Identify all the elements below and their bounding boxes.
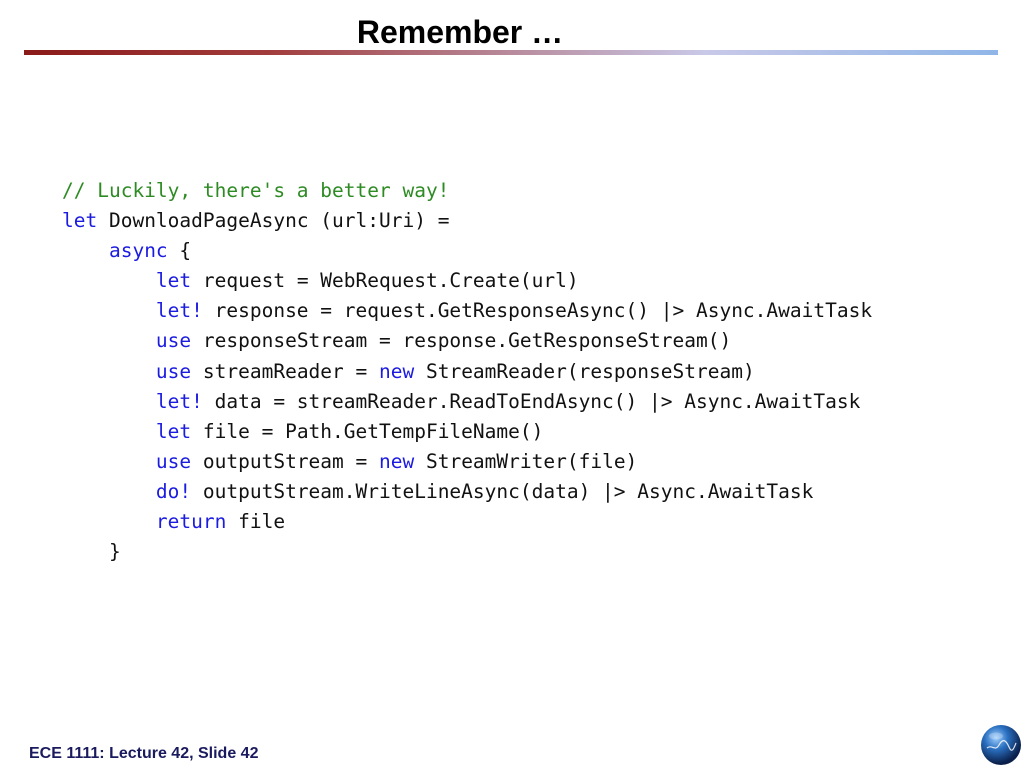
code-text: { <box>167 239 192 263</box>
code-keyword: use <box>155 449 192 473</box>
code-line-5: let! response = request.GetResponseAsync… <box>62 296 872 326</box>
code-line-1: // Luckily, there's a better way! <box>62 176 872 206</box>
slide-title: Remember … <box>356 14 564 50</box>
slide-footer: ECE 1111: Lecture 42, Slide 42 <box>29 745 259 762</box>
code-text: StreamReader(responseStream) <box>414 359 755 383</box>
code-keyword: new <box>379 359 415 383</box>
code-line-12: return file <box>62 507 872 537</box>
code-line-11: do! outputStream.WriteLineAsync(data) |>… <box>62 477 872 507</box>
code-text: StreamWriter(file) <box>414 449 638 473</box>
code-text: response = request.GetResponseAsync() |>… <box>202 299 873 323</box>
code-line-13: } <box>62 537 872 567</box>
code-keyword: let <box>155 419 192 443</box>
code-text: data = streamReader.ReadToEndAsync() |> … <box>202 389 861 413</box>
code-line-2: let DownloadPageAsync (url:Uri) = <box>62 206 872 236</box>
code-line-9: let file = Path.GetTempFileName() <box>62 417 872 447</box>
title-divider <box>24 50 998 55</box>
code-text: streamReader = <box>191 359 379 383</box>
code-comment: // Luckily, there's a better way! <box>62 179 450 202</box>
code-text: request = WebRequest.Create(url) <box>191 269 579 293</box>
code-keyword: let! <box>155 389 203 413</box>
code-keyword: async <box>108 239 168 263</box>
code-keyword: use <box>155 359 192 383</box>
code-line-7: use streamReader = new StreamReader(resp… <box>62 357 872 387</box>
code-text: file <box>226 510 286 534</box>
code-block: // Luckily, there's a better way! let Dow… <box>62 176 872 567</box>
code-line-6: use responseStream = response.GetRespons… <box>62 326 872 356</box>
code-text: responseStream = response.GetResponseStr… <box>191 329 732 353</box>
code-text: outputStream.WriteLineAsync(data) |> Asy… <box>191 479 814 503</box>
code-keyword: let <box>62 209 98 233</box>
code-text: file = Path.GetTempFileName() <box>191 419 544 443</box>
code-keyword: let <box>155 269 192 293</box>
globe-logo-icon <box>981 725 1021 765</box>
code-text: outputStream = <box>191 449 379 473</box>
code-keyword: let! <box>155 299 203 323</box>
code-line-4: let request = WebRequest.Create(url) <box>62 266 872 296</box>
code-line-10: use outputStream = new StreamWriter(file… <box>62 447 872 477</box>
code-line-3: async { <box>62 236 872 266</box>
code-text: } <box>108 540 121 564</box>
code-text: DownloadPageAsync (url:Uri) = <box>97 209 450 233</box>
code-keyword: do! <box>155 479 192 503</box>
code-keyword: new <box>379 449 415 473</box>
code-keyword: return <box>155 510 227 534</box>
code-keyword: use <box>155 329 192 353</box>
code-line-8: let! data = streamReader.ReadToEndAsync(… <box>62 387 872 417</box>
